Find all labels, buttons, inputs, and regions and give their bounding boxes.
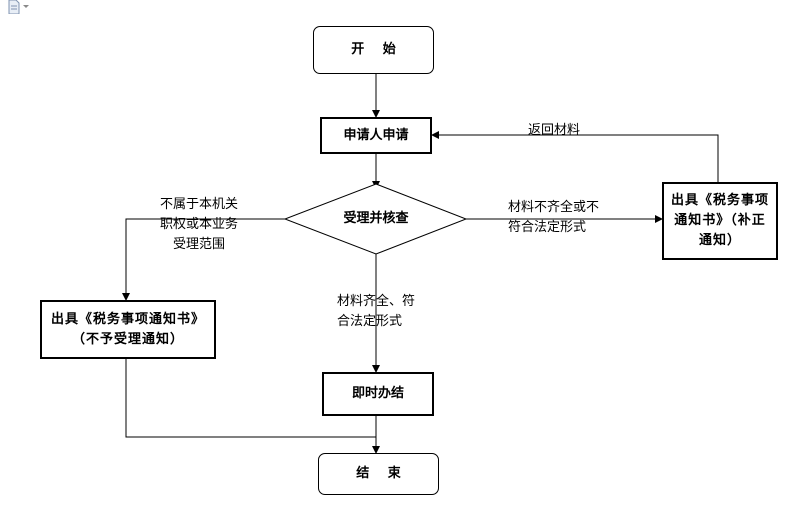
reject-notice-node: 出具《税务事项通知书》（不予受理通知） — [40, 300, 216, 359]
correction-notice-label: 出具《税务事项通知书》（补正通知） — [670, 193, 769, 248]
immediate-label: 即时办结 — [351, 386, 404, 401]
end-node: 结 束 — [318, 453, 439, 495]
review-diamond — [283, 183, 468, 255]
end-label: 结 束 — [356, 466, 408, 481]
review-label: 受理并核查 — [343, 211, 409, 226]
apply-node: 申请人申请 — [320, 117, 432, 154]
chevron-down-icon — [23, 5, 29, 8]
start-node: 开 始 — [313, 26, 434, 74]
apply-label: 申请人申请 — [343, 127, 409, 143]
label-incomplete: 材料不齐全或不 符合法定形式 — [508, 200, 600, 235]
immediate-node: 即时办结 — [322, 372, 434, 416]
label-return-materials: 返回材料 — [528, 123, 581, 138]
correction-notice-node: 出具《税务事项通知书》（补正通知） — [662, 182, 778, 260]
reject-notice-label: 出具《税务事项通知书》（不予受理通知） — [50, 311, 205, 347]
document-icon[interactable] — [8, 0, 36, 14]
line-reject-to-end — [125, 359, 376, 438]
arrow-return-materials — [431, 131, 719, 182]
label-complete: 材料齐全、符 合法定形式 — [337, 294, 416, 329]
start-label: 开 始 — [351, 42, 403, 57]
arrow-review-to-reject — [122, 218, 285, 301]
label-out-of-scope: 不属于本机关 职权或本业务 受理范围 — [160, 197, 239, 252]
review-node: 受理并核查 — [318, 205, 434, 233]
